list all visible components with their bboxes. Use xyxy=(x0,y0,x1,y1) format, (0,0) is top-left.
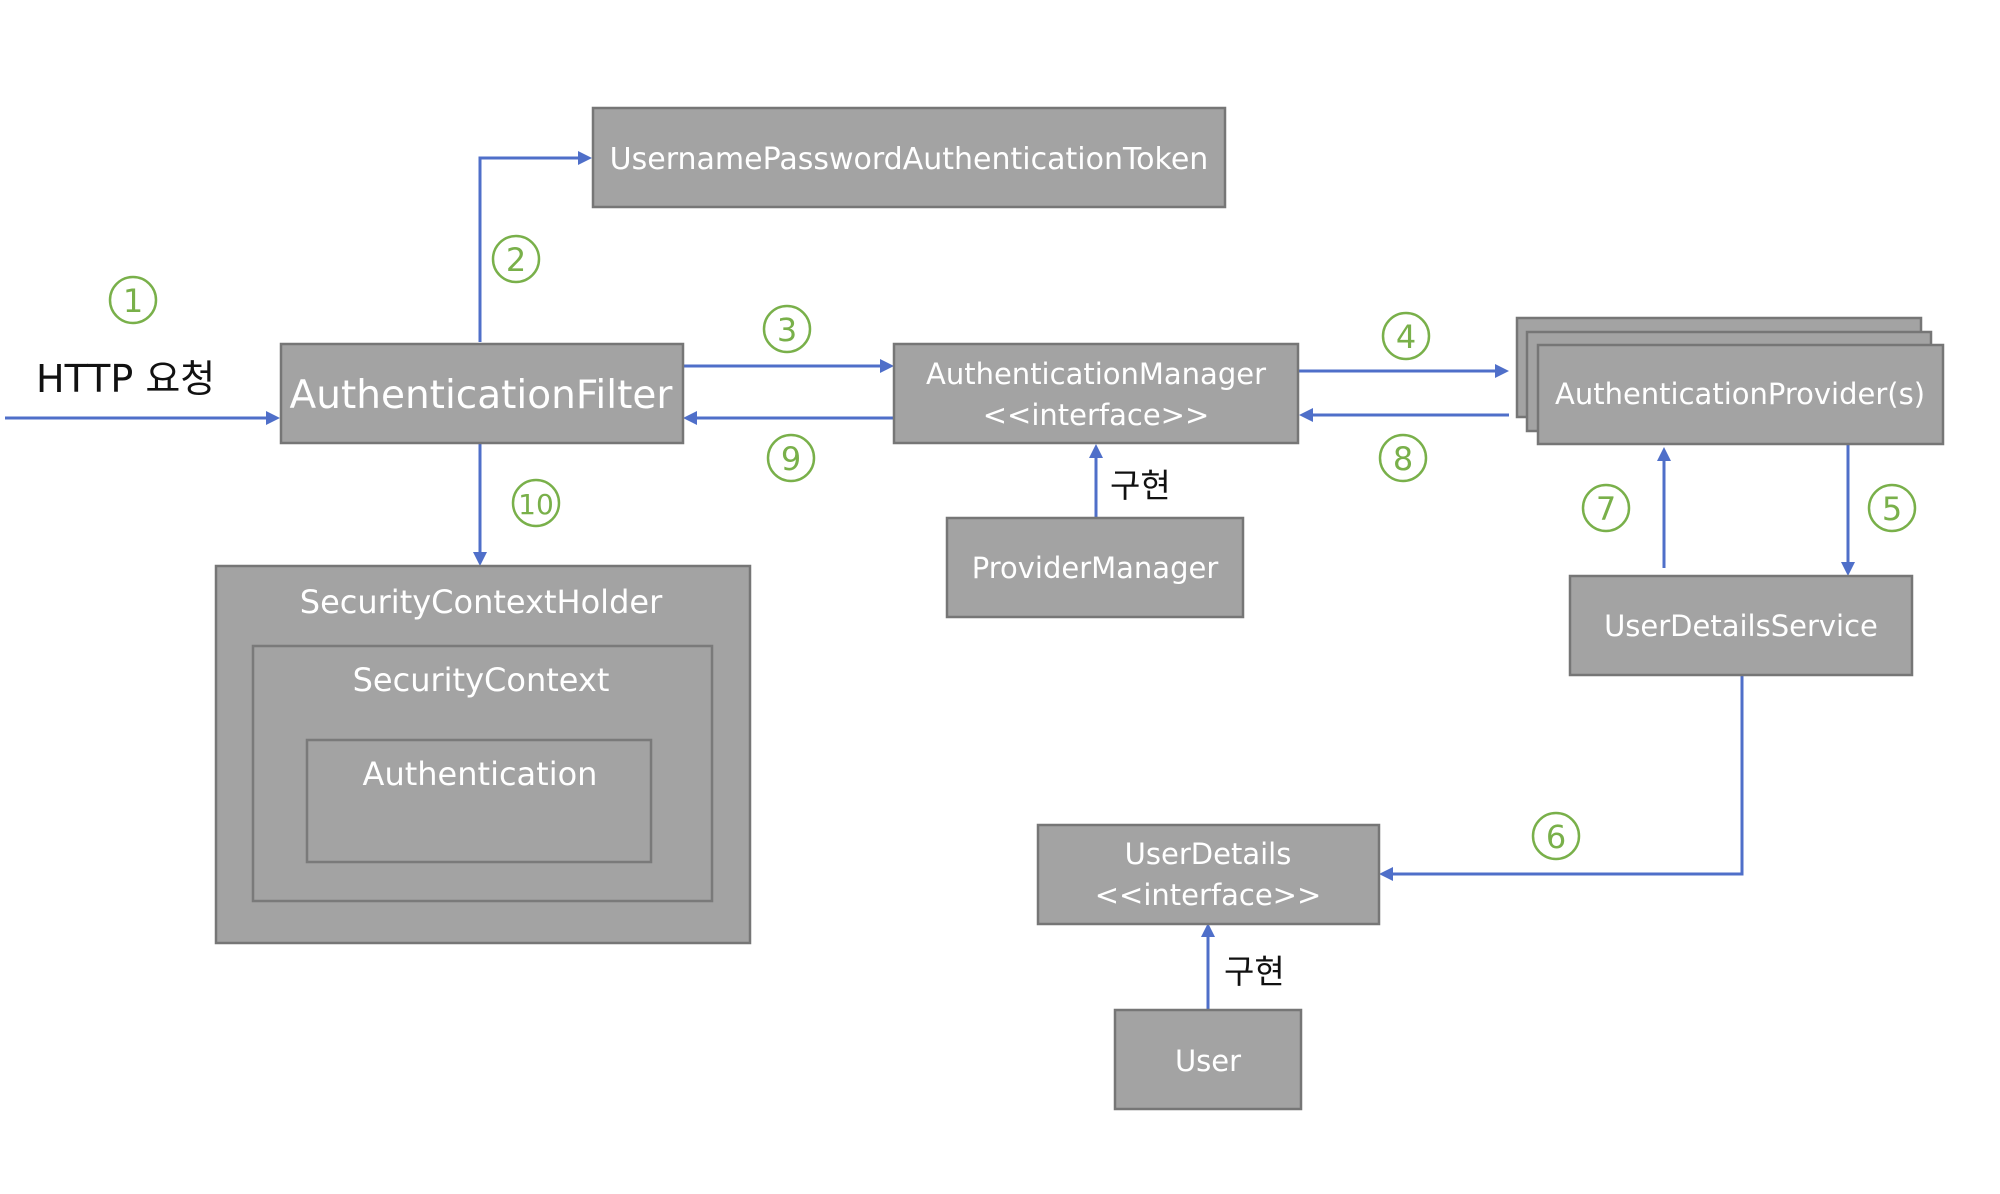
step-1-number: 1 xyxy=(123,282,143,320)
node-user: User xyxy=(1113,1008,1303,1111)
authentication-manager-label: AuthenticationManager xyxy=(926,357,1266,391)
authentication-filter-label: AuthenticationFilter xyxy=(290,373,674,418)
arrowhead-providers-to-userdetailsservice xyxy=(1841,562,1855,576)
provider-stack-front: AuthenticationProvider(s) xyxy=(1536,343,1945,446)
step-7-number: 7 xyxy=(1596,490,1616,528)
node-user-details: UserDetails <<interface>> xyxy=(1036,823,1381,926)
arrowhead-filter-to-context-holder xyxy=(473,552,487,566)
node-provider-manager: ProviderManager xyxy=(945,516,1245,619)
node-authentication-providers: AuthenticationProvider(s) xyxy=(1515,316,1945,446)
step-10: 10 xyxy=(511,478,561,528)
security-context-holder-label: SecurityContextHolder xyxy=(300,583,663,621)
authentication-manager-stereotype: <<interface>> xyxy=(983,398,1210,432)
edge-userdetailsservice-to-userdetails xyxy=(1392,675,1744,876)
arrowhead-http-to-filter xyxy=(266,411,280,425)
step-5-number: 5 xyxy=(1882,490,1902,528)
edge-filter-to-token xyxy=(478,156,580,342)
step-7: 7 xyxy=(1581,483,1631,533)
step-8: 8 xyxy=(1378,433,1428,483)
step-8-number: 8 xyxy=(1393,440,1413,478)
arrowhead-filter-to-token xyxy=(578,151,592,165)
step-3-number: 3 xyxy=(777,311,797,349)
step-10-number: 10 xyxy=(518,488,554,521)
node-user-details-service: UserDetailsService xyxy=(1568,574,1914,677)
authentication-label: Authentication xyxy=(363,755,598,793)
authentication-providers-label: AuthenticationProvider(s) xyxy=(1555,377,1925,411)
node-authentication: Authentication xyxy=(305,738,653,864)
user-details-service-label: UserDetailsService xyxy=(1604,609,1878,643)
http-request-label: HTTP 요청 xyxy=(36,357,215,401)
step-numbers: 1 2 3 4 5 6 7 8 xyxy=(108,234,1917,861)
arrowhead-manager-to-providers xyxy=(1495,364,1509,378)
node-username-password-token: UsernamePasswordAuthenticationToken xyxy=(591,106,1227,209)
step-2: 2 xyxy=(491,234,541,284)
arrowhead-user-implements xyxy=(1201,923,1215,937)
username-password-token-label: UsernamePasswordAuthenticationToken xyxy=(610,142,1209,177)
arrowhead-providers-to-manager xyxy=(1299,408,1313,422)
step-9: 9 xyxy=(766,433,816,483)
node-authentication-filter: AuthenticationFilter xyxy=(279,342,685,445)
arrowhead-filter-to-manager xyxy=(880,359,894,373)
arrowhead-userdetailsservice-to-providers xyxy=(1657,447,1671,461)
step-5: 5 xyxy=(1867,483,1917,533)
step-1: 1 xyxy=(108,275,158,325)
user-details-label: UserDetails xyxy=(1125,837,1292,871)
arrowhead-userdetailsservice-to-userdetails xyxy=(1379,867,1393,881)
step-6: 6 xyxy=(1531,811,1581,861)
node-authentication-manager: AuthenticationManager <<interface>> xyxy=(892,342,1300,445)
arrowhead-provider-manager-implements xyxy=(1089,444,1103,458)
edges xyxy=(5,151,1855,1010)
implements-label-user: 구현 xyxy=(1224,952,1285,991)
step-2-number: 2 xyxy=(506,241,526,279)
provider-manager-label: ProviderManager xyxy=(972,551,1219,585)
arrowhead-manager-to-filter xyxy=(683,411,697,425)
step-4-number: 4 xyxy=(1396,318,1416,356)
step-3: 3 xyxy=(762,304,812,354)
user-details-stereotype: <<interface>> xyxy=(1095,878,1322,912)
implements-label-provider-manager: 구현 xyxy=(1110,466,1171,505)
security-context-label: SecurityContext xyxy=(353,661,610,699)
step-6-number: 6 xyxy=(1546,818,1566,856)
user-label: User xyxy=(1175,1044,1241,1078)
step-9-number: 9 xyxy=(781,440,801,478)
step-4: 4 xyxy=(1381,311,1431,361)
